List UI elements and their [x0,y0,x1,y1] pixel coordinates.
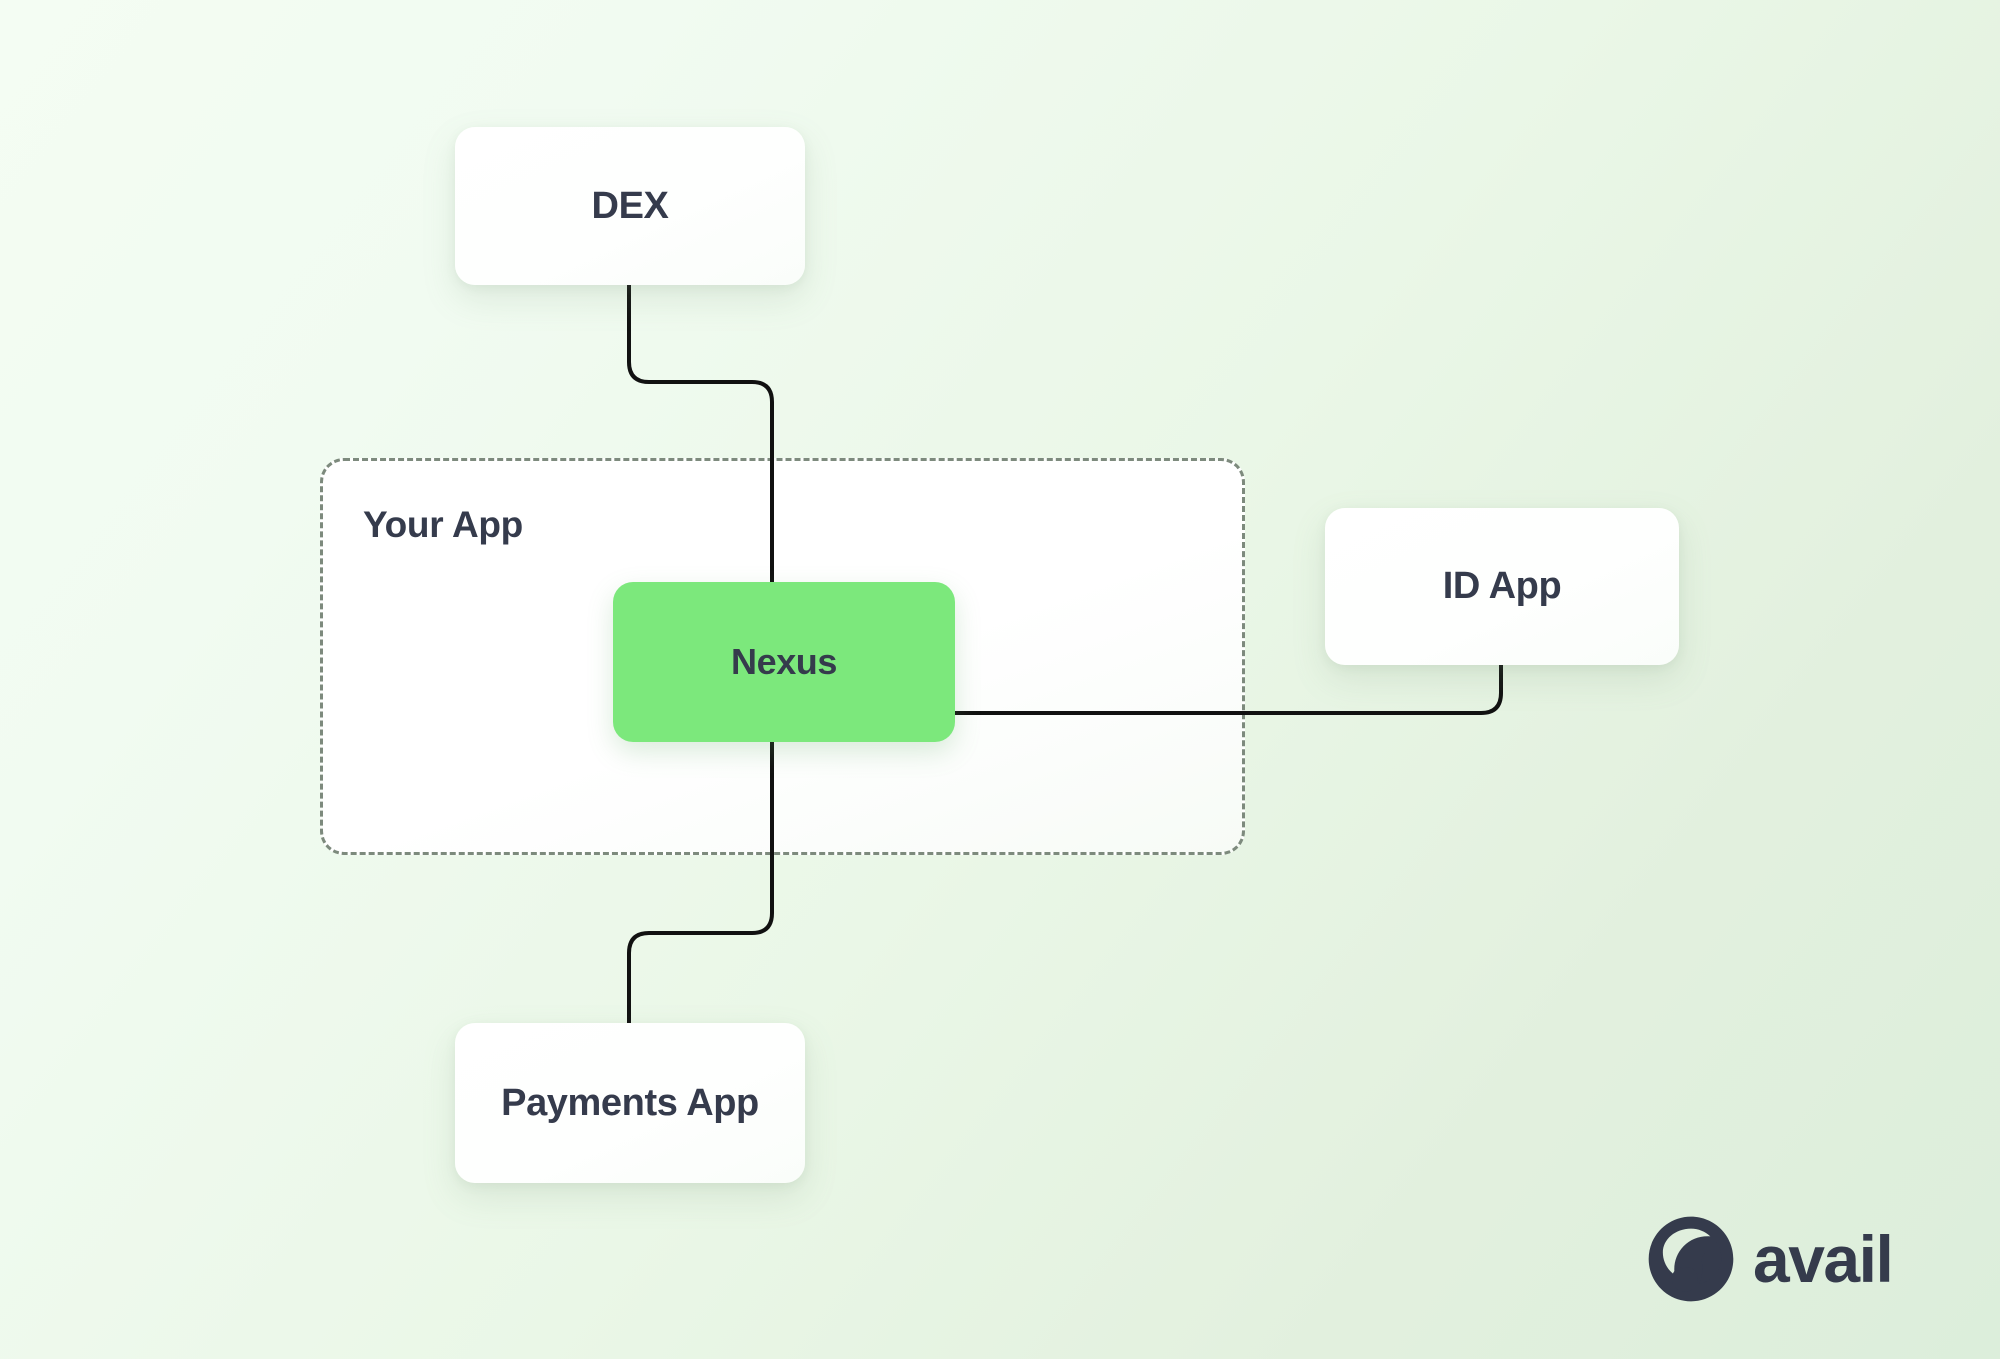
node-payments-app-label: Payments App [501,1081,759,1124]
node-dex-label: DEX [591,184,669,227]
node-id-app[interactable]: ID App [1325,508,1679,665]
your-app-group-label: Your App [363,504,523,545]
avail-swirl-logo-icon [1648,1216,1734,1302]
avail-brand-logo: avail [1645,1213,1894,1305]
node-dex[interactable]: DEX [455,127,805,285]
avail-wordmark: avail [1753,1222,1894,1296]
node-nexus-label: Nexus [730,641,838,682]
node-id-app-label: ID App [1442,565,1562,607]
node-nexus[interactable]: Nexus [613,582,955,742]
node-payments-app[interactable]: Payments App [455,1023,805,1183]
